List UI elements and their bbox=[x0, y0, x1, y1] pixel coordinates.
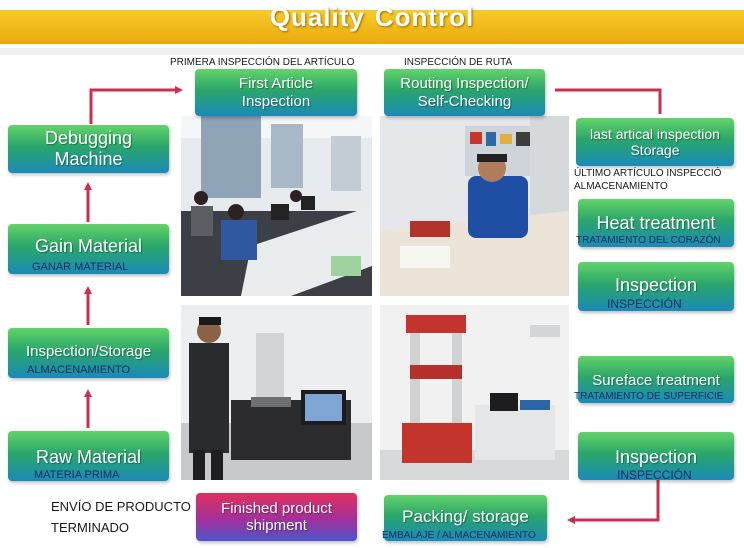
worker-photo-graphic bbox=[380, 116, 569, 296]
finished-product-label-2: shipment bbox=[246, 517, 307, 534]
inspection-step-1: Inspection bbox=[578, 262, 734, 311]
inspection-2-subtitle: INSPECCIÓN bbox=[617, 468, 692, 482]
gain-material-label: Gain Material bbox=[34, 236, 143, 256]
connector-routing-to-last bbox=[555, 88, 662, 114]
routing-inspection-subtitle: INSPECCIÓN DE RUTA bbox=[404, 57, 513, 68]
last-article-label-1: last artical inspection bbox=[590, 125, 720, 142]
inspection-1-subtitle: INSPECCIÓN bbox=[607, 297, 682, 311]
worker-photo bbox=[380, 116, 569, 296]
inspection-storage-step: Inspection/Storage bbox=[8, 328, 169, 378]
inspection-storage-label: Inspection/Storage bbox=[25, 343, 152, 360]
inspection-storage-subtitle: ALMACENAMIENTO bbox=[27, 364, 131, 376]
office-photo bbox=[181, 116, 372, 296]
raw-material-label: Raw Material bbox=[35, 447, 142, 467]
debugging-machine-label-1: Debugging bbox=[44, 128, 133, 149]
packing-storage-label: Packing/ storage bbox=[402, 507, 529, 526]
first-article-step: First Article Inspection bbox=[195, 69, 357, 116]
surface-treatment-subtitle: TRATAMIENTO DE SUPERFICIE bbox=[574, 391, 724, 402]
last-article-subtitle-2: ALMACENAMIENTO bbox=[574, 181, 668, 192]
raw-material-step: Raw Material bbox=[8, 431, 169, 481]
page-title: Quality Control bbox=[0, 0, 744, 34]
debugging-machine-label-2: Machine bbox=[54, 149, 123, 169]
heat-treatment-step: Heat treatment bbox=[578, 199, 734, 247]
packing-storage-subtitle: EMBALAJE / ALMACENAMIENTO bbox=[382, 530, 536, 541]
finished-product-label-1: Finished product bbox=[221, 499, 332, 517]
surface-treatment-step: Sureface treatment bbox=[578, 356, 734, 403]
office-photo-graphic bbox=[181, 116, 372, 296]
title-word-1: Quality bbox=[269, 2, 365, 32]
title-word-2: Control bbox=[374, 2, 475, 32]
routing-inspection-label-1: Routing Inspection/ bbox=[400, 75, 529, 93]
inspection-2-label: Inspection bbox=[614, 447, 698, 467]
first-article-label-1: First Article bbox=[238, 75, 314, 93]
arrow-inspection-to-packing bbox=[567, 478, 660, 524]
finished-product-subtitle-2: TERMINADO bbox=[51, 520, 129, 535]
heat-treatment-subtitle: TRATAMIENTO DEL CORAZÓN bbox=[576, 235, 721, 246]
gain-material-subtitle: GANAR MATERIAL bbox=[32, 261, 129, 273]
inspection-1-label: Inspection bbox=[614, 275, 698, 295]
last-article-label-2: Storage bbox=[630, 142, 680, 158]
debugging-machine-step: Debugging Machine bbox=[8, 125, 169, 173]
inspection-step-2: Inspection bbox=[578, 432, 734, 480]
first-article-subtitle: PRIMERA INSPECCIÓN DEL ARTÍCULO bbox=[170, 57, 355, 68]
packing-storage-step: Packing/ storage bbox=[384, 495, 547, 541]
arrow-debugging-to-first-article bbox=[89, 86, 183, 124]
routing-inspection-label-2: Self-Checking bbox=[417, 92, 512, 110]
heat-treatment-label: Heat treatment bbox=[596, 213, 716, 233]
testing-machine-photo-graphic bbox=[380, 305, 569, 480]
finished-product-subtitle-1: ENVÍO DE PRODUCTO bbox=[51, 499, 191, 514]
raw-material-subtitle: MATERIA PRIMA bbox=[34, 469, 120, 481]
last-article-subtitle-1: ÚLTIMO ARTÍCULO INSPECCIÓ bbox=[574, 168, 722, 179]
divider-band bbox=[0, 48, 744, 55]
measuring-photo-graphic bbox=[181, 305, 372, 480]
routing-inspection-step: Routing Inspection/ Self-Checking bbox=[384, 69, 545, 116]
gain-material-step: Gain Material bbox=[8, 224, 169, 274]
title-banner bbox=[0, 10, 744, 44]
testing-machine-photo bbox=[380, 305, 569, 480]
finished-product-step: Finished product shipment bbox=[196, 493, 357, 541]
measuring-photo bbox=[181, 305, 372, 480]
surface-treatment-label: Sureface treatment bbox=[592, 372, 720, 389]
first-article-label-2: Inspection bbox=[241, 92, 311, 110]
last-article-step: last artical inspection Storage bbox=[576, 118, 734, 166]
